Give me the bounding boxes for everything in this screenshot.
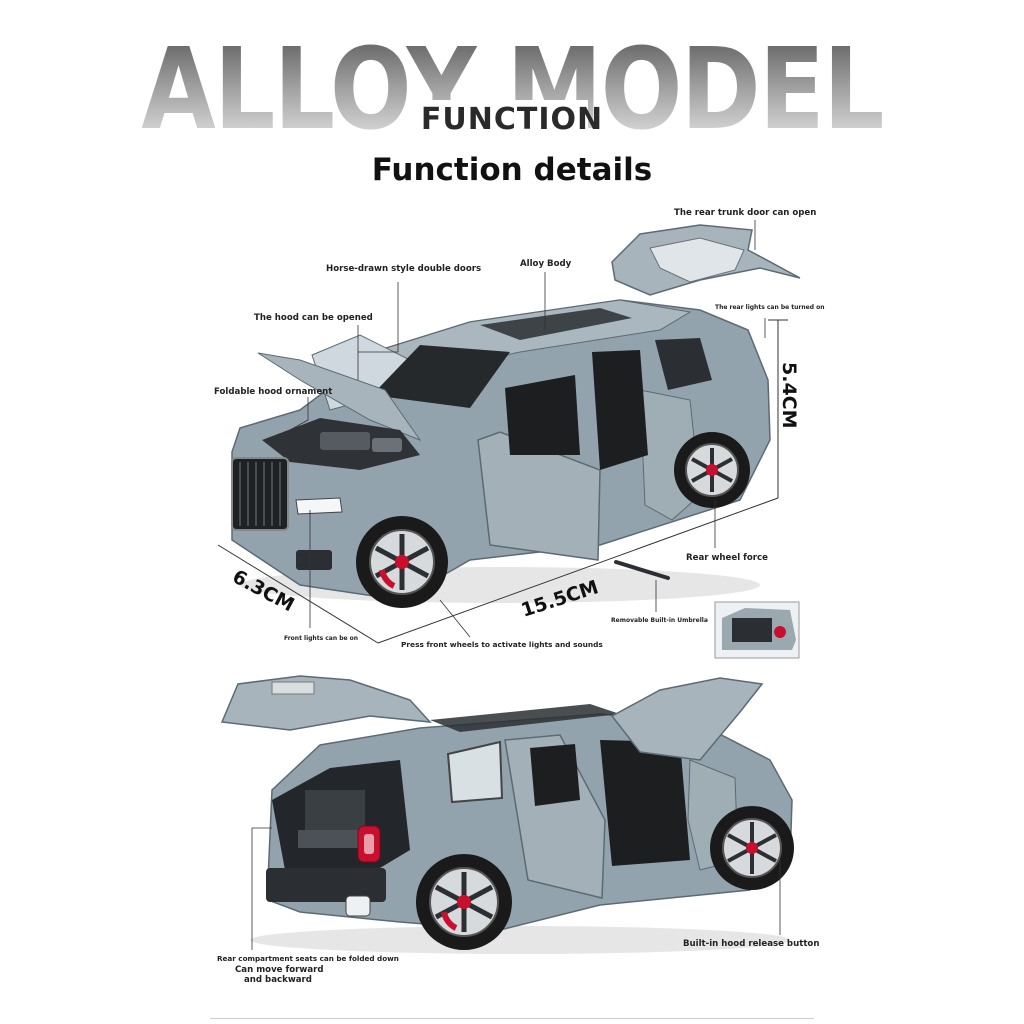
callout-move-line2: and backward — [244, 975, 312, 985]
callout-rear-trunk: The rear trunk door can open — [674, 208, 817, 218]
callout-rear-wheel: Rear wheel force — [686, 553, 768, 563]
callout-rear-seats: Rear compartment seats can be folded dow… — [217, 954, 399, 963]
callout-hood-open: The hood can be opened — [254, 313, 373, 323]
callout-umbrella: Removable Built-in Umbrella — [611, 617, 708, 624]
callout-front-lights: Front lights can be on — [284, 635, 359, 642]
dimension-lines — [217, 319, 788, 644]
callout-rear-lights: The rear lights can be turned on — [715, 304, 825, 311]
height-dimension: 5.4CM — [778, 362, 800, 429]
callout-hood-ornament: Foldable hood ornament — [214, 387, 333, 397]
function-word-backdrop — [412, 100, 588, 140]
callout-press-wheels: Press front wheels to activate lights an… — [401, 640, 603, 649]
callout-hood-release: Built-in hood release button — [683, 939, 820, 949]
trunk-thumbnail-image — [714, 601, 800, 659]
function-word: FUNCTION — [420, 102, 604, 137]
bottom-car-image — [220, 675, 794, 954]
callout-move-line1: Can move forward — [235, 965, 324, 975]
top-car-image — [231, 224, 801, 608]
callout-alloy-body: Alloy Body — [520, 259, 572, 269]
function-details-heading: Function details — [371, 152, 653, 188]
callout-lines-bottom — [251, 827, 781, 950]
callout-lines-top — [271, 220, 766, 638]
bottom-divider — [210, 1018, 814, 1019]
callout-double-doors: Horse-drawn style double doors — [326, 264, 482, 274]
